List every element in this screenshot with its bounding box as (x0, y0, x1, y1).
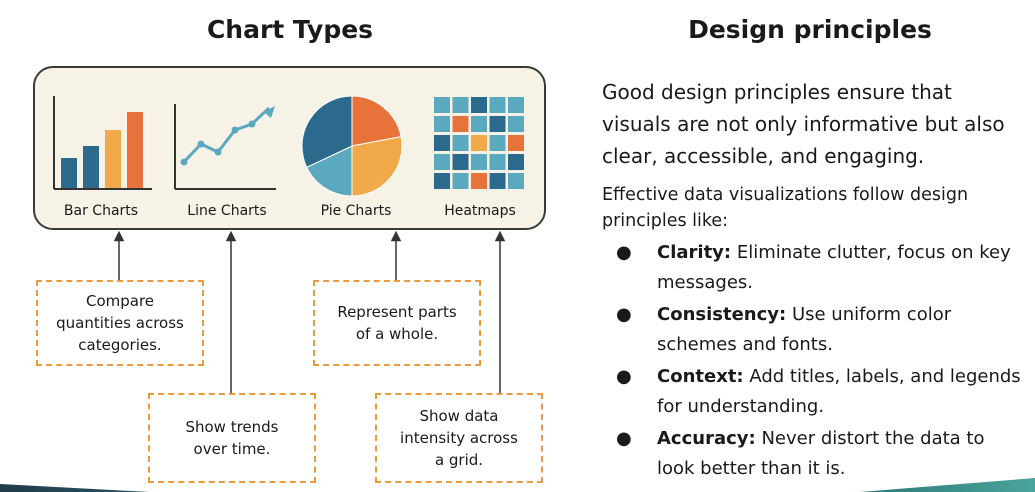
bar-charts-label: Bar Charts (63, 203, 139, 219)
principle-text: Eliminate clutter, focus on key messages… (657, 242, 1011, 293)
pie-icon-slice (351, 136, 403, 197)
bullet-icon: ● (616, 242, 632, 263)
heatmap-icon-cell (434, 173, 450, 189)
heatmaps-callout-text: Show data intensity across a grid. (400, 407, 518, 469)
heatmap-icon-cell (489, 173, 506, 189)
heatmaps-label: Heatmaps (444, 203, 516, 219)
line-charts-label: Line Charts (187, 203, 267, 219)
heatmap-icon-cell (489, 97, 506, 113)
heatmap-icon-cell (471, 116, 487, 132)
line-icon-point (231, 126, 239, 134)
design-principles-section: Good design principles ensure that visua… (602, 76, 1022, 486)
principle-item: ● Accuracy: Never distort the data to loo… (602, 424, 1022, 484)
bar-charts-callout: Compare quantities across categories. (36, 280, 204, 366)
heatmap-icon (434, 97, 524, 189)
principle-item: ● Consistency: Use uniform color schemes … (602, 300, 1022, 360)
line-icon-point (180, 158, 188, 166)
pie-charts-label: Pie Charts (320, 203, 392, 219)
heatmap-icon-cell (508, 173, 524, 189)
heatmap-icon-cell (508, 116, 524, 132)
heatmap-icon-cell (489, 116, 506, 132)
heatmap-icon-cell (471, 135, 487, 151)
heatmap-icon-cell (508, 97, 524, 113)
heatmap-icon-cell (452, 135, 469, 151)
heatmap-icon-cell (471, 173, 487, 189)
heatmap-icon-cell (434, 135, 450, 151)
pie-charts-callout-text: Represent parts of a whole. (337, 303, 457, 343)
principle-term: Consistency: (657, 304, 787, 325)
principle-term: Context: (657, 366, 744, 387)
line-icon-point (248, 120, 256, 128)
bar-charts-callout-text: Compare quantities across categories. (56, 292, 184, 354)
heatmap-icon-cell (434, 116, 450, 132)
bullet-icon: ● (616, 366, 632, 387)
heatmap-icon-cell (508, 135, 524, 151)
principle-text: Never distort the data to look better th… (657, 428, 985, 479)
bar-icon-bar (127, 112, 143, 188)
pie-icon-slice (306, 145, 353, 197)
pie-icon-slice (351, 95, 402, 147)
line-charts-callout: Show trends over time. (148, 393, 316, 483)
heatmap-icon-cell (452, 154, 469, 170)
line-chart-arrow (264, 106, 275, 118)
heatmap-icon-cell (489, 154, 506, 170)
line-chart-icon (174, 104, 276, 190)
heatmap-icon-cell (434, 97, 450, 113)
footer-accent-left (0, 484, 150, 492)
principles-intro: Good design principles ensure that visua… (602, 80, 1005, 168)
heatmap-icon-cell (452, 97, 469, 113)
heatmap-icon-cell (452, 116, 469, 132)
bar-chart-icon (53, 96, 152, 190)
principle-text: Use uniform color schemes and fonts. (657, 304, 952, 355)
chart-types-title: Chart Types (206, 15, 374, 44)
principle-text: Add titles, labels, and legends for unde… (657, 366, 1021, 417)
line-icon-point (197, 140, 205, 148)
pie-charts-callout: Represent parts of a whole. (313, 280, 481, 366)
heatmap-icon-cell (434, 154, 450, 170)
heatmap-icon-cell (489, 135, 506, 151)
pie-chart-icon (301, 95, 403, 197)
bar-icon-bar (83, 146, 99, 188)
principle-item: ● Clarity: Eliminate clutter, focus on ke… (602, 238, 1022, 298)
chart-types-diagram (53, 95, 524, 393)
heatmap-icon-cell (452, 173, 469, 189)
principles-lead: Effective data visualizations follow des… (602, 185, 969, 231)
bullet-icon: ● (616, 304, 632, 325)
principle-term: Accuracy: (657, 428, 756, 449)
bullet-icon: ● (616, 428, 632, 449)
heatmap-icon-cell (471, 154, 487, 170)
heatmap-icon-cell (508, 154, 524, 170)
line-icon-point (214, 148, 222, 156)
principle-item: ● Context: Add titles, labels, and legend… (602, 362, 1022, 422)
design-principles-title: Design principles (688, 15, 932, 44)
bar-icon-bar (105, 130, 121, 188)
heatmaps-callout: Show data intensity across a grid. (375, 393, 543, 483)
heatmap-icon-cell (471, 97, 487, 113)
bar-icon-bar (61, 158, 77, 188)
line-chart-series (182, 106, 271, 164)
principle-term: Clarity: (657, 242, 732, 263)
pie-icon-slice (301, 95, 353, 168)
line-charts-callout-text: Show trends over time. (185, 418, 279, 458)
principles-list: ● Clarity: Eliminate clutter, focus on ke… (602, 238, 1022, 484)
